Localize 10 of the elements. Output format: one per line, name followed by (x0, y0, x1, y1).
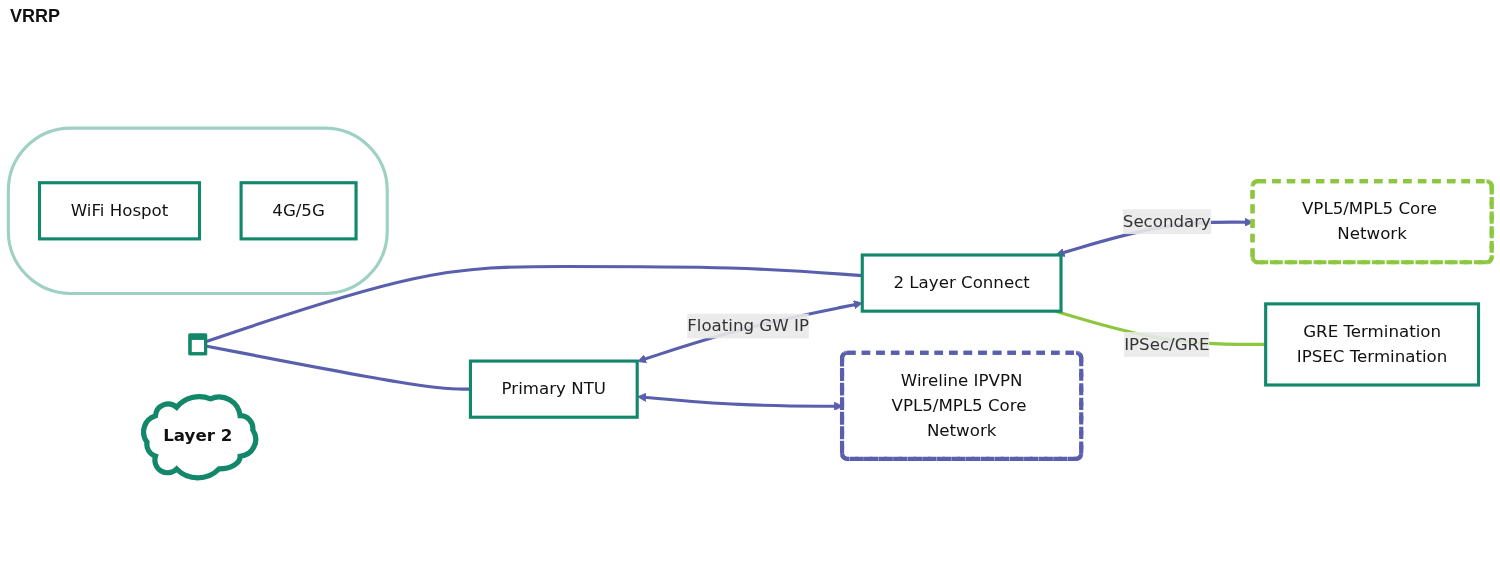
edge-label: Secondary (1122, 211, 1211, 232)
node-box: 4G/5G (239, 181, 358, 241)
protocol-label: VRRP (10, 6, 60, 27)
edge-label: IPSec/GRE (1124, 334, 1210, 354)
cluster (6, 126, 389, 296)
node-box: Primary NTU (468, 359, 639, 419)
node-box: WiFi Hospot (37, 181, 202, 241)
node-box: 2 Layer Connect (860, 253, 1063, 313)
node-box: GRE Termination IPSEC Termination (1264, 302, 1481, 387)
edge-label: Floating GW IP (687, 315, 809, 336)
